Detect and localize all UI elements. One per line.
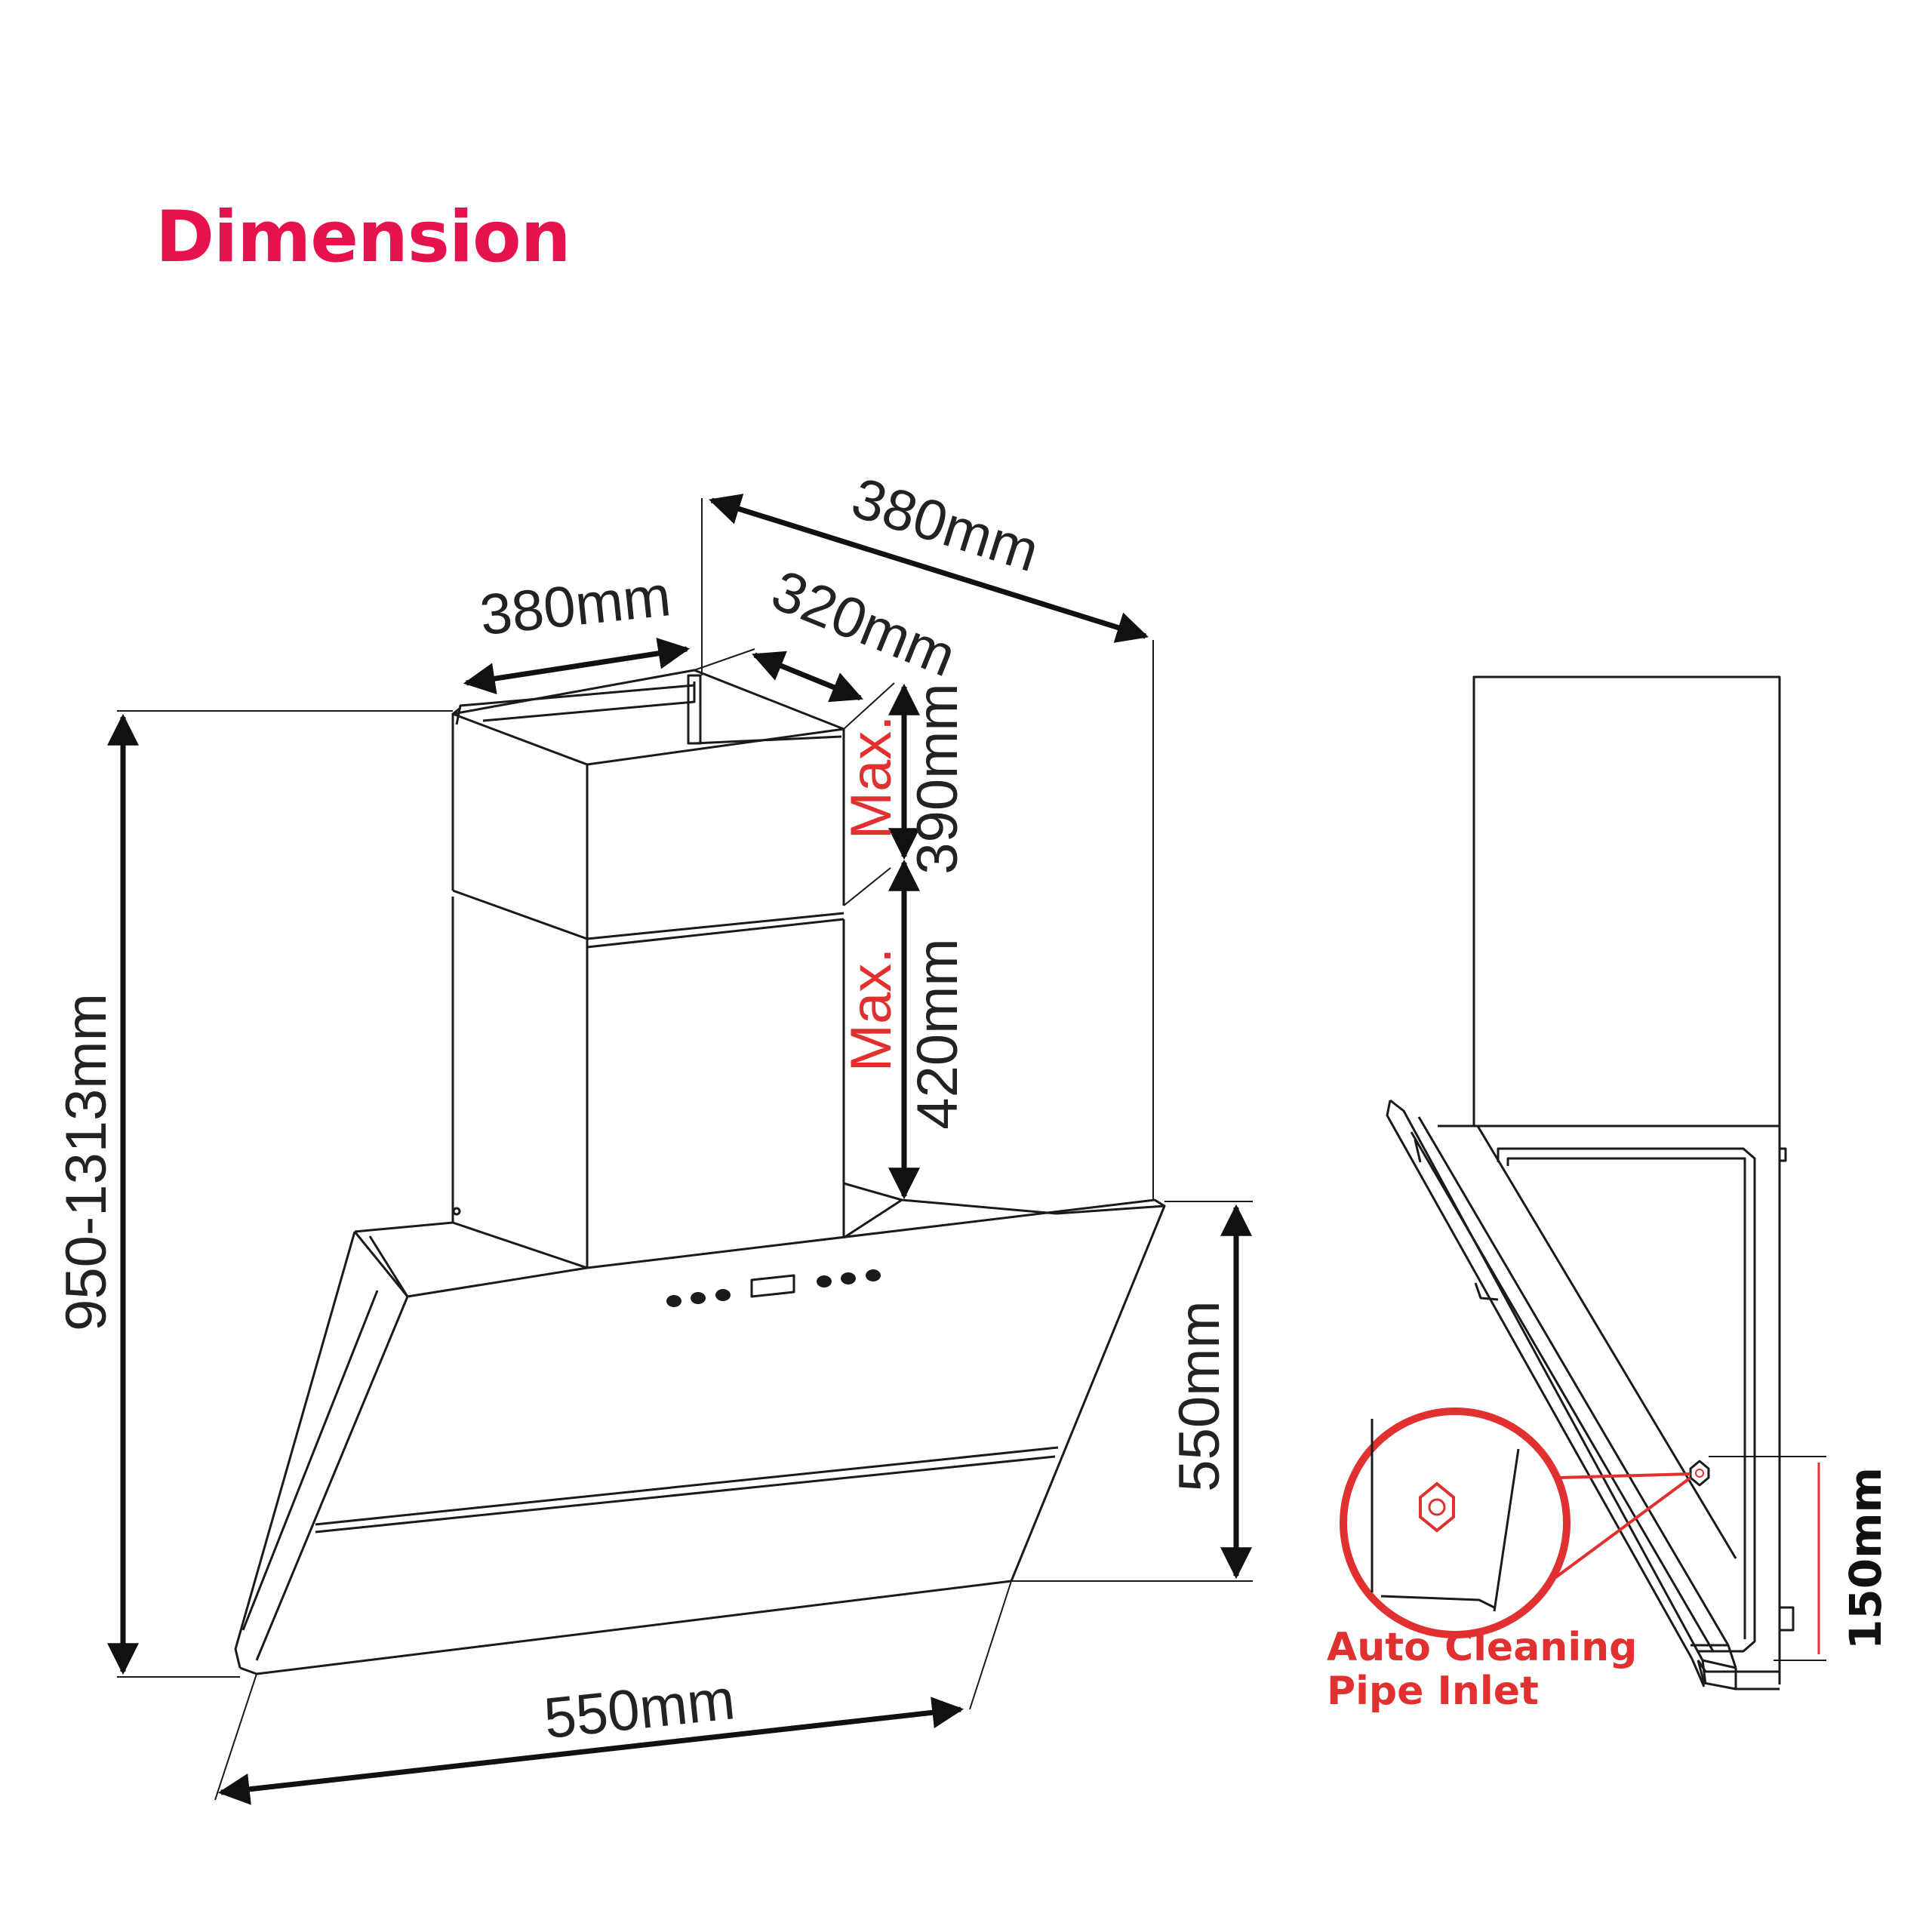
inlet-height-label: 150mm bbox=[1840, 1467, 1891, 1650]
overall-depth-label: 380mm bbox=[844, 466, 1046, 584]
upper-duct-height-label: 390mm bbox=[906, 683, 970, 874]
callout-label-line1: Auto Cleaning bbox=[1327, 1625, 1637, 1670]
total-height-label: 950-1313mm bbox=[54, 993, 118, 1331]
duct-width-label: 380mm bbox=[477, 564, 674, 648]
upper-duct-max-label: Max. bbox=[839, 715, 903, 840]
lower-duct-max-label: Max. bbox=[839, 948, 903, 1072]
callout-label-line2: Pipe Inlet bbox=[1327, 1669, 1539, 1714]
lower-duct-height-label: 420mm bbox=[906, 938, 970, 1129]
hood-height-label: 550mm bbox=[1168, 1300, 1232, 1491]
front-view-dimension-lines bbox=[107, 494, 1253, 1805]
page-title: Dimension bbox=[155, 196, 571, 278]
auto-cleaning-callout bbox=[1340, 1407, 1692, 1638]
control-panel bbox=[666, 1269, 881, 1307]
front-view-hood-drawing bbox=[234, 669, 1166, 1675]
side-view-hood-drawing bbox=[1386, 675, 1826, 1690]
